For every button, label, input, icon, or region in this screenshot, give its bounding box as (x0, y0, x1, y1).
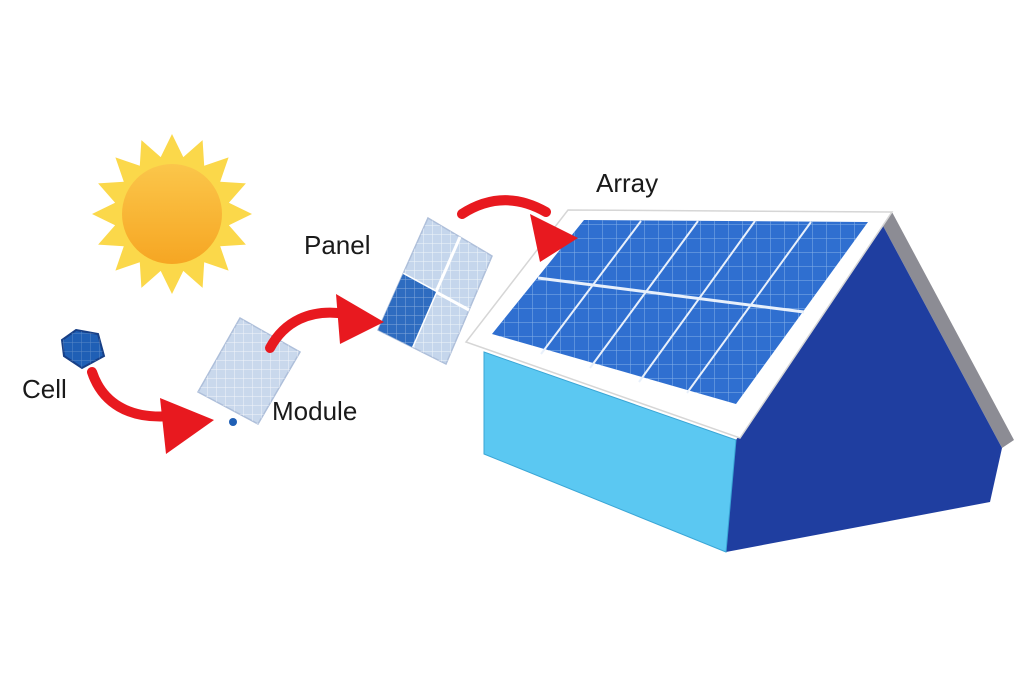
sun-icon (92, 134, 252, 294)
cell-label: Cell (22, 374, 67, 404)
arrow-cell-to-module-icon (87, 367, 214, 454)
module-label: Module (272, 396, 358, 426)
solar-panel-icon (377, 216, 493, 366)
arrow-panel-to-array-icon (457, 195, 578, 262)
house-illustration (464, 209, 1014, 553)
arrow-module-to-panel-icon (265, 294, 384, 353)
sun-core (122, 164, 222, 264)
solar-array-icon (492, 220, 868, 404)
panel-label: Panel (304, 230, 371, 260)
array-label: Array (596, 168, 659, 198)
solar-cell-icon (60, 328, 106, 370)
